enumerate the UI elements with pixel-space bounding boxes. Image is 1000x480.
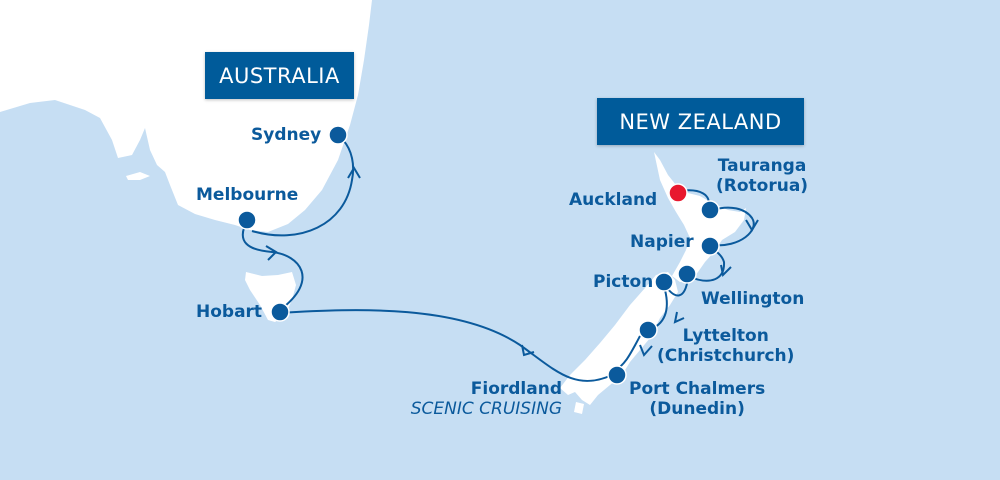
stewart-island — [574, 402, 584, 414]
route-arrows — [265, 166, 759, 357]
port-marker-tauranga[interactable] — [700, 200, 720, 220]
port-label-lyttelton: Lyttelton (Christchurch) — [657, 326, 794, 366]
kangaroo-island — [126, 172, 150, 180]
region-label-australia: AUSTRALIA — [205, 52, 354, 99]
port-label-wellington: Wellington — [701, 289, 805, 309]
port-marker-picton[interactable] — [654, 272, 674, 292]
place-name: Fiordland — [470, 379, 562, 399]
port-marker-sydney[interactable] — [328, 125, 348, 145]
scenic-label-fiordland: Fiordland SCENIC CRUISING — [372, 379, 562, 419]
port-label-picton: Picton — [593, 272, 654, 292]
port-label-tauranga: Tauranga (Rotorua) — [716, 156, 808, 196]
port-name: Lyttelton — [682, 326, 769, 346]
port-label-port-chalmers: Port Chalmers (Dunedin) — [629, 379, 765, 419]
north-island — [654, 152, 746, 282]
port-label-melbourne: Melbourne — [196, 185, 299, 205]
australia-landmass — [0, 0, 372, 232]
port-marker-lyttelton[interactable] — [638, 320, 658, 340]
region-label-new-zealand: NEW ZEALAND — [597, 98, 804, 145]
port-marker-melbourne[interactable] — [237, 210, 257, 230]
port-subname: (Christchurch) — [657, 346, 795, 366]
port-label-napier: Napier — [630, 232, 694, 252]
scenic-cruising-note: SCENIC CRUISING — [410, 399, 562, 419]
port-subname: (Rotorua) — [716, 176, 809, 196]
port-name: Port Chalmers — [629, 379, 766, 399]
port-marker-hobart[interactable] — [270, 302, 290, 322]
port-label-sydney: Sydney — [251, 125, 322, 145]
port-label-hobart: Hobart — [196, 302, 263, 322]
port-label-auckland: Auckland — [569, 190, 658, 210]
port-marker-napier[interactable] — [700, 236, 720, 256]
port-marker-auckland[interactable] — [668, 183, 688, 203]
port-name: Tauranga — [717, 156, 807, 176]
port-marker-port-chalmers[interactable] — [607, 365, 627, 385]
south-island — [560, 272, 678, 405]
port-marker-wellington[interactable] — [677, 264, 697, 284]
port-markers — [237, 125, 720, 385]
port-subname: (Dunedin) — [649, 399, 745, 419]
